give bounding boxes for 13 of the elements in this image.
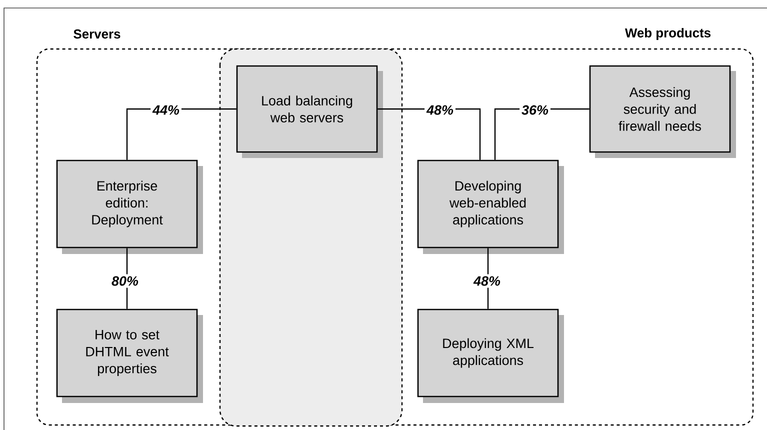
- process-box: Deploying XML applications: [417, 308, 564, 403]
- edge-label: 48%: [472, 274, 502, 288]
- node-label: Servers: [74, 29, 120, 39]
- process-box: How to set DHTML event properties: [56, 308, 203, 403]
- edge-label: 44%: [150, 103, 182, 117]
- process-box: Load balancing web servers: [236, 65, 383, 158]
- node-label: Web products: [624, 28, 711, 40]
- edge-label: 48%: [424, 103, 456, 117]
- process-box: Enterprise edition: Deployment: [56, 160, 203, 254]
- process-box: Assessing security and firewall needs: [589, 65, 736, 158]
- process-box: Developing web-enabled applications: [417, 160, 564, 254]
- edge-label: 80%: [110, 274, 140, 288]
- edge-label: 36%: [520, 103, 550, 117]
